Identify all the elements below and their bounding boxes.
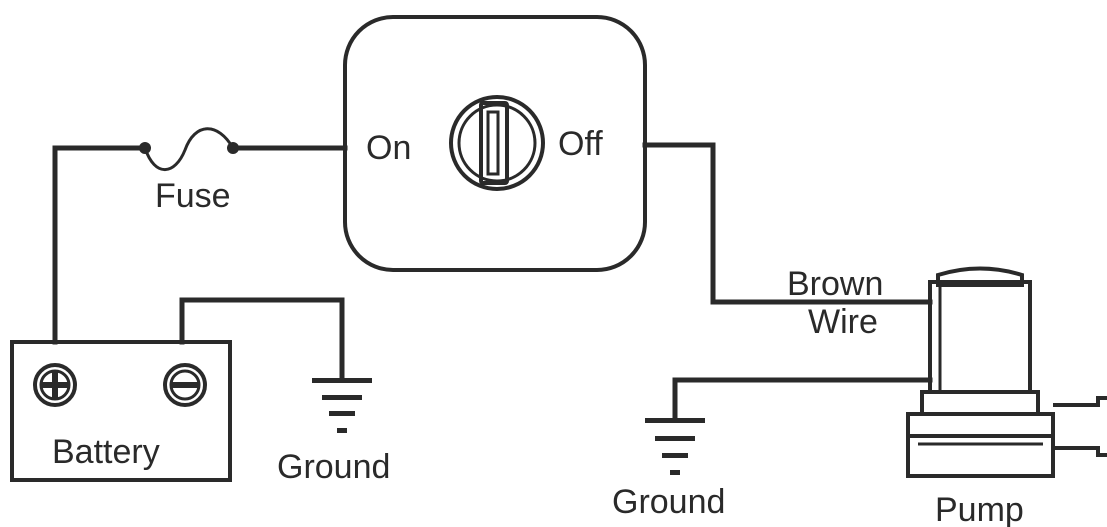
positive-terminal-icon: [33, 363, 77, 407]
switch: [343, 15, 647, 272]
fuse-label: Fuse: [155, 177, 231, 215]
switch-toggle-slot: [486, 110, 500, 176]
pump-motor-housing: [928, 280, 1032, 394]
brown-wire: [642, 142, 933, 305]
battery: [10, 340, 232, 482]
pump-base: [906, 434, 1055, 478]
battery-positive-to-fuse-wire: [52, 145, 143, 345]
switch-panel: [343, 15, 647, 272]
switch-knob-ring: [449, 95, 545, 191]
pump-base-upper: [906, 412, 1055, 438]
switch-off-label: Off: [558, 125, 603, 163]
fuse-element: [143, 127, 235, 171]
switch-on-label: On: [366, 129, 411, 167]
battery-body: [10, 340, 232, 482]
wires: [52, 142, 933, 421]
fuse: [139, 127, 239, 171]
ground-symbol-right-icon: [645, 418, 705, 475]
ground-symbol-left-icon: [312, 378, 372, 433]
ground-label-right: Ground: [612, 483, 725, 521]
pump-outlet: [1053, 396, 1107, 457]
battery-label: Battery: [52, 433, 160, 471]
pump-collar: [920, 390, 1040, 416]
pump: [906, 266, 1107, 478]
negative-terminal-icon: [163, 363, 207, 407]
switch-toggle: [479, 101, 509, 185]
pump-label: Pump: [935, 491, 1024, 527]
brown-wire-label-line1: Brown: [787, 265, 883, 303]
brown-wire-label-line2: Wire: [808, 303, 878, 341]
ground-label-left: Ground: [277, 448, 390, 486]
battery-negative-to-ground-wire: [179, 297, 345, 381]
pump-ground-wire: [672, 377, 933, 421]
